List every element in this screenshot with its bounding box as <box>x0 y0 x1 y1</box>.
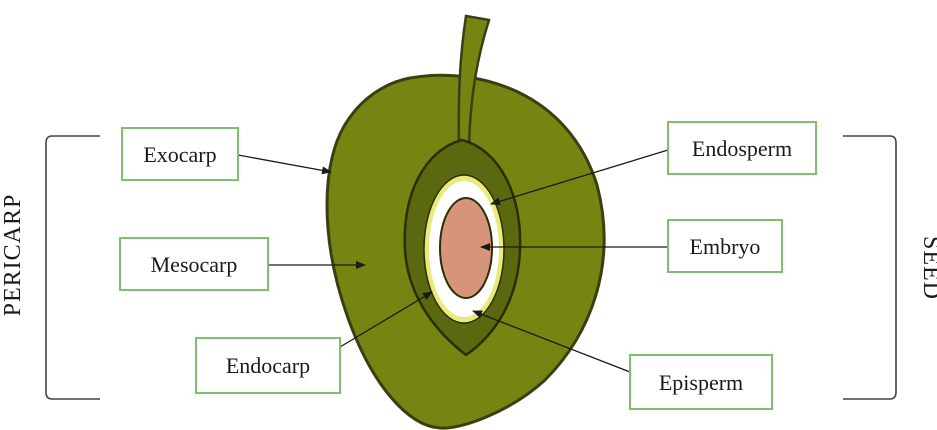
svg-text:Exocarp: Exocarp <box>143 142 216 167</box>
endocarp-label: Endocarp <box>196 338 340 393</box>
svg-text:Endocarp: Endocarp <box>226 353 310 378</box>
exocarp-label: Exocarp <box>122 128 238 180</box>
mesocarp-label: Mesocarp <box>120 238 268 290</box>
seed-bracket <box>843 136 896 399</box>
embryo-label: Embryo <box>668 220 782 272</box>
svg-text:Mesocarp: Mesocarp <box>151 252 238 277</box>
episperm-label: Episperm <box>630 355 772 409</box>
seed-title: SEED <box>918 236 937 300</box>
endosperm-label: Endosperm <box>668 122 816 174</box>
svg-text:Endosperm: Endosperm <box>692 136 792 161</box>
pericarp-title: PERICARP <box>0 194 26 317</box>
seed-embryo <box>440 198 492 298</box>
exocarp-leader <box>238 155 331 172</box>
svg-text:Episperm: Episperm <box>659 370 743 395</box>
pericarp-bracket <box>46 136 100 399</box>
svg-text:Embryo: Embryo <box>690 234 761 259</box>
